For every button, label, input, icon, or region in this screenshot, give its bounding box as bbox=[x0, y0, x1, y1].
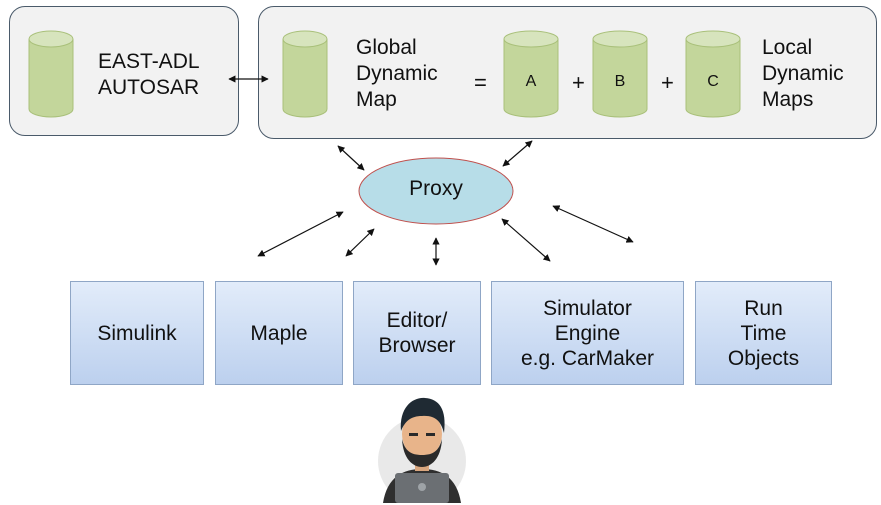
arrow-proxy-maple bbox=[345, 228, 375, 257]
global-map-line-3: Map bbox=[356, 88, 397, 111]
user-with-laptop-icon bbox=[378, 397, 466, 503]
arrow-proxy-globalmap-left bbox=[337, 145, 365, 171]
plus-sign-2: + bbox=[661, 70, 674, 95]
local-map-b-label: B bbox=[614, 73, 626, 90]
tool-simulink-label: Simulink bbox=[97, 321, 177, 345]
global-map-line-1: Global bbox=[356, 36, 417, 59]
arrow-proxy-simulink bbox=[257, 211, 344, 257]
local-map-b-database-icon bbox=[592, 30, 648, 118]
tool-runtime-objects: Run Time Objects bbox=[695, 281, 832, 385]
local-maps-label: Local Dynamic Maps bbox=[762, 35, 844, 113]
tool-maple-label: Maple bbox=[250, 321, 308, 345]
tool-editor-browser: Editor/ Browser bbox=[353, 281, 481, 385]
dynamic-map-panel bbox=[258, 6, 877, 139]
local-map-a-label: A bbox=[525, 73, 537, 90]
arrow-proxy-runtime bbox=[552, 205, 634, 243]
tool-editor-label: Editor/ Browser bbox=[378, 309, 456, 357]
global-map-label: Global Dynamic Map bbox=[356, 35, 438, 113]
tool-maple: Maple bbox=[215, 281, 343, 385]
standards-database-icon bbox=[28, 30, 74, 118]
local-maps-line-3: Maps bbox=[762, 88, 814, 111]
proxy-label: Proxy bbox=[409, 177, 463, 200]
proxy-ellipse bbox=[358, 157, 514, 225]
standards-line-2: AUTOSAR bbox=[98, 76, 200, 99]
local-maps-line-2: Dynamic bbox=[762, 62, 844, 85]
tool-simulator-engine: Simulator Engine e.g. CarMaker bbox=[491, 281, 684, 385]
global-map-database-icon bbox=[282, 30, 328, 118]
local-map-a-database-icon bbox=[503, 30, 559, 118]
tool-simulator-label: Simulator Engine e.g. CarMaker bbox=[520, 296, 655, 370]
arrow-proxy-simulator bbox=[501, 218, 551, 262]
global-map-line-2: Dynamic bbox=[356, 62, 438, 85]
local-map-c-label: C bbox=[707, 73, 719, 90]
local-maps-line-1: Local bbox=[762, 36, 813, 59]
plus-sign-1: + bbox=[572, 70, 585, 95]
standards-label: EAST-ADL AUTOSAR bbox=[98, 49, 200, 101]
standards-line-1: EAST-ADL bbox=[98, 50, 200, 73]
local-map-c-database-icon bbox=[685, 30, 741, 118]
equals-sign: = bbox=[474, 70, 487, 95]
tool-simulink: Simulink bbox=[70, 281, 204, 385]
arrow-proxy-globalmap-right bbox=[502, 140, 533, 167]
tool-runtime-label: Run Time Objects bbox=[727, 296, 800, 370]
